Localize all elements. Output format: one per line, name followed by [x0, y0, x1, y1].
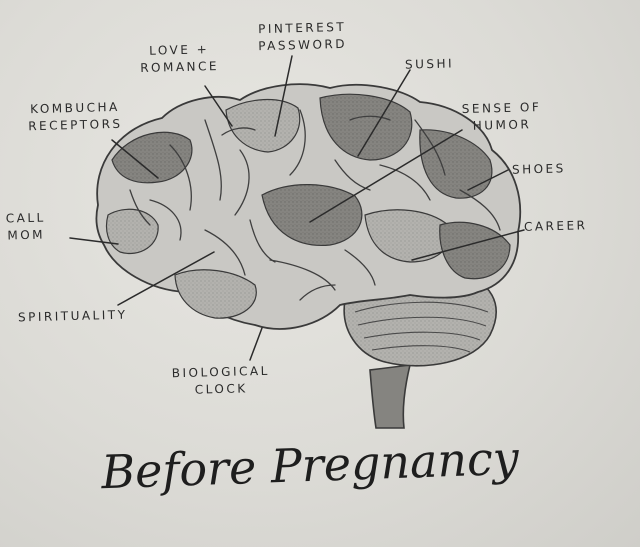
leader-shoes [467, 169, 509, 191]
label-spirituality: SPIRITUALITY [17, 307, 128, 325]
label-pinterest-password: PINTEREST PASSWORD [257, 19, 348, 54]
label-career: CAREER [523, 218, 588, 234]
leader-kombucha [111, 139, 159, 179]
label-sushi: SUSHI [404, 56, 455, 72]
leader-callmom [69, 237, 119, 245]
leader-pinterest [274, 55, 293, 137]
label-call-mom: CALL MOM [5, 210, 46, 243]
leader-lines [69, 55, 525, 361]
leader-spirituality [117, 251, 215, 306]
leader-humor [309, 129, 463, 223]
label-biological-clock: BIOLOGICAL CLOCK [171, 363, 270, 397]
leader-sushi [357, 69, 411, 157]
leader-career [411, 229, 525, 261]
label-shoes: SHOES [511, 161, 566, 177]
leader-bioclock [249, 327, 263, 361]
leader-love [204, 85, 233, 127]
label-sense-of-humor: SENSE OF HUMOR [461, 99, 542, 133]
label-kombucha-receptors: KOMBUCHA RECEPTORS [28, 99, 123, 134]
label-love-romance: LOVE + ROMANCE [140, 42, 220, 76]
brain-stem [369, 364, 412, 429]
